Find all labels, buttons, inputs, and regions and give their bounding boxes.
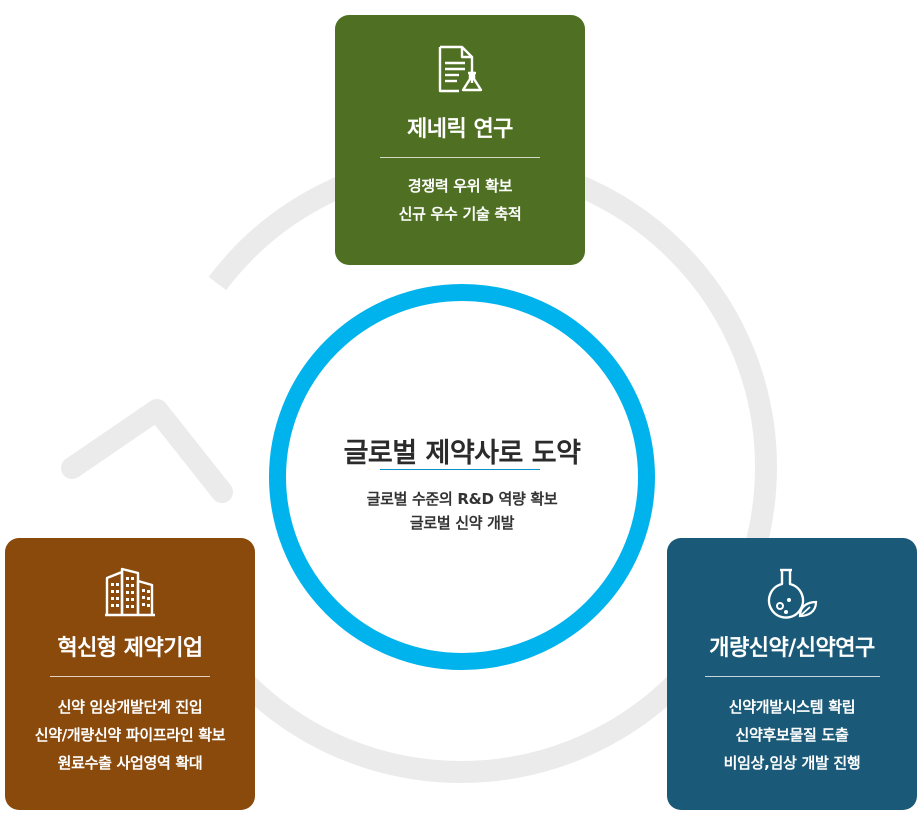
card-line: 경쟁력 우위 확보	[407, 177, 513, 195]
card-title: 제네릭 연구	[407, 117, 513, 142]
card-divider	[704, 676, 880, 677]
card-line: 신약개발시스템 확립	[728, 698, 856, 716]
card-line: 신약후보물질 도출	[735, 726, 849, 744]
card-title: 혁신형 제약기업	[57, 636, 203, 661]
card-line: 신약 임상개발단계 진입	[57, 698, 203, 716]
card-title: 개량신약/신약연구	[709, 636, 875, 661]
building-icon	[105, 567, 155, 617]
card-line: 신규 우수 기술 축적	[398, 205, 522, 223]
card-line: 비임상,임상 개발 진행	[723, 754, 861, 772]
card-line: 원료수출 사업영역 확대	[57, 754, 203, 772]
flask-leaf-icon	[767, 568, 818, 619]
card-divider	[380, 157, 540, 158]
center-line: 글로벌 수준의 R&D 역량 확보	[366, 490, 558, 508]
center-divider	[380, 469, 540, 470]
generic-research-card: 제네릭 연구 경쟁력 우위 확보 신규 우수 기술 축적	[335, 15, 585, 265]
center-goal-circle: 글로벌 제약사로 도약 글로벌 수준의 R&D 역량 확보 글로벌 신약 개발	[269, 284, 655, 670]
card-line: 신약/개량신약 파이프라인 확보	[34, 726, 226, 744]
document-flask-icon	[438, 45, 483, 93]
card-divider	[50, 676, 210, 677]
cycle-arrowhead	[61, 399, 233, 503]
center-line: 글로벌 신약 개발	[409, 514, 515, 532]
improved-drug-card: 개량신약/신약연구 신약개발시스템 확립 신약후보물질 도출 비임상,임상 개발…	[667, 538, 917, 810]
innovative-pharma-card: 혁신형 제약기업 신약 임상개발단계 진입 신약/개량신약 파이프라인 확보 원…	[5, 538, 255, 810]
center-title: 글로벌 제약사로 도약	[343, 438, 581, 469]
